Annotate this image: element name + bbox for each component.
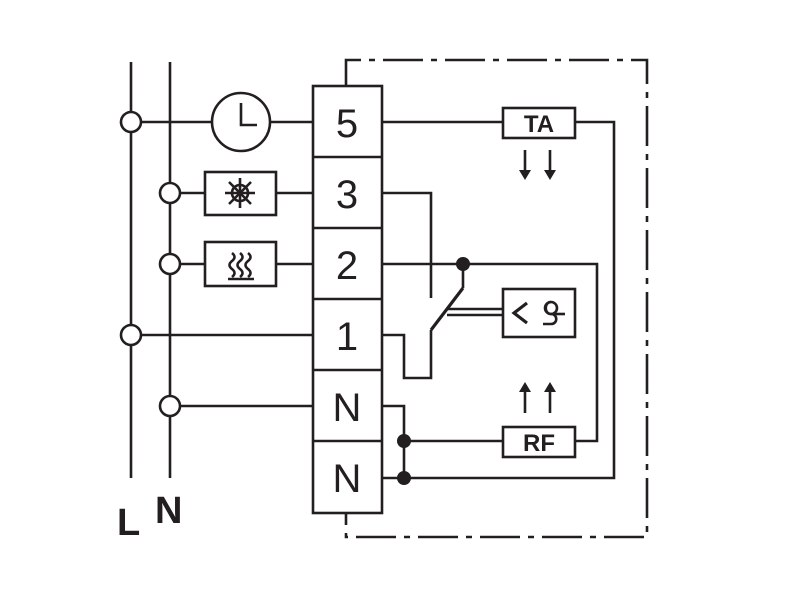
snowflake-icon [225,178,255,208]
sensor-module [501,287,577,339]
terminal-3: 3 [336,173,358,217]
clock-icon [210,91,272,153]
terminal-1: 1 [336,315,358,359]
arrow-up-icon [519,382,556,413]
arrow-down-icon [519,150,556,180]
junction-neutral-upper [397,434,411,448]
rf-module: RF [501,425,577,459]
cooling-load [203,170,278,217]
terminal-5: 5 [336,102,358,146]
rf-label: RF [523,430,555,457]
junction-terminal-2 [456,257,470,271]
temperature-sensor-icon [511,300,565,326]
wire-2-common [382,262,465,288]
junction-neutral-lower [397,471,411,485]
wire-1-to-contact [382,330,433,380]
terminal-n-lower: N [333,457,362,501]
rail-node-n-cool [158,181,182,205]
wire-n-bridge [382,404,406,478]
line-rail-label: L [117,502,140,544]
terminal-2: 2 [336,244,358,288]
ta-label: TA [524,111,554,138]
rail-node-l-clock [119,110,143,134]
wire-3-to-contact [382,191,433,298]
ta-module: TA [501,106,577,140]
heating-load [203,240,278,288]
wire-n-to-ta [382,120,616,480]
rail-node-l-terminal-1 [119,323,143,347]
terminal-dividers [313,155,382,443]
terminal-n-upper: N [333,386,362,430]
rail-node-n-heat [158,252,182,276]
heat-waves-icon [228,251,254,281]
housing-outline [344,58,649,539]
wire-2-to-rf [463,262,599,443]
rail-node-n-terminal-n [158,394,182,418]
neutral-rail-label: N [155,490,182,532]
